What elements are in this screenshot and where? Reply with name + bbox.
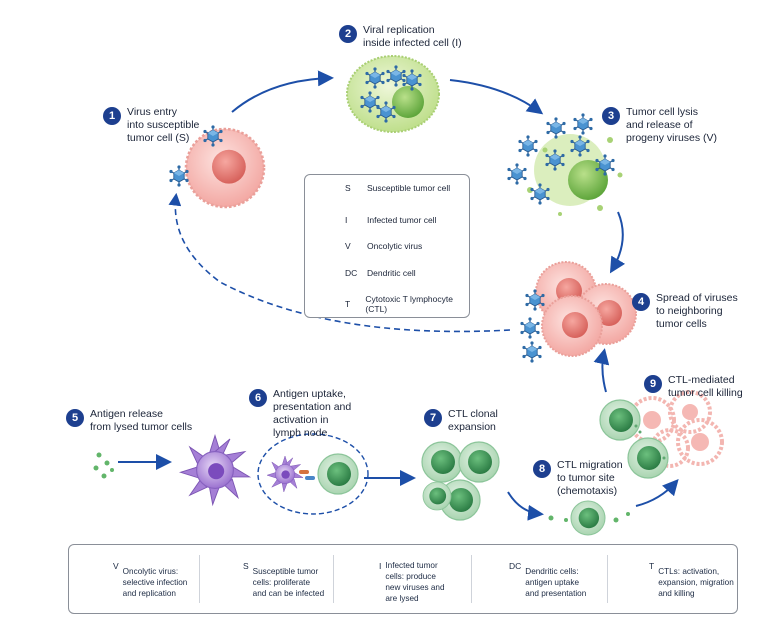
legend-item-virus: V Oncolytic virus bbox=[339, 241, 422, 251]
step-label: CTL clonal expansion bbox=[448, 408, 498, 433]
migrating-ctl bbox=[548, 500, 630, 536]
bottom-legend-virus: V Oncolytic virus: selective infection a… bbox=[113, 545, 199, 613]
divider bbox=[333, 555, 334, 603]
dendritic-cell bbox=[179, 434, 251, 506]
step-label: CTL-mediated tumor cell killing bbox=[668, 374, 743, 399]
step-1: 1 Virus entry into susceptible tumor cel… bbox=[103, 106, 199, 145]
step-number: 7 bbox=[424, 409, 442, 427]
legend-abbr: DC bbox=[345, 268, 358, 278]
step-number: 1 bbox=[103, 107, 121, 125]
step-label: Antigen uptake, presentation and activat… bbox=[273, 388, 352, 439]
legend-label: Dendritic cell bbox=[367, 268, 416, 278]
arrow-3-to-4 bbox=[609, 211, 626, 274]
step-number: 8 bbox=[533, 460, 551, 478]
legend-item-infected: I Infected tumor cell bbox=[339, 215, 436, 225]
arrow-4-to-1-dashed bbox=[168, 192, 511, 333]
bottom-legend-dendritic: DC Dendritic cells: antigen uptake and p… bbox=[509, 545, 605, 613]
bottom-legend-text: Oncolytic virus: selective infection and… bbox=[122, 566, 188, 598]
legend-box: S Susceptible tumor cell I Infected tumo… bbox=[304, 174, 470, 318]
step-label: Tumor cell lysis and release of progeny … bbox=[626, 106, 718, 144]
step-number: 9 bbox=[644, 375, 662, 393]
step-3: 3 Tumor cell lysis and release of progen… bbox=[602, 106, 717, 145]
divider bbox=[471, 555, 472, 603]
step-label: Viral replication inside infected cell (… bbox=[363, 24, 462, 49]
bottom-legend-susceptible: S Susceptible tumor cells: proliferate a… bbox=[243, 545, 333, 613]
arrow-7-to-8 bbox=[507, 491, 544, 521]
ctl-killing-tumor-cells bbox=[599, 390, 724, 479]
legend-abbr: S bbox=[345, 183, 351, 193]
divider bbox=[607, 555, 608, 603]
legend-label: Oncolytic virus bbox=[367, 241, 423, 251]
step-number: 4 bbox=[632, 293, 650, 311]
step-label: Virus entry into susceptible tumor cell … bbox=[127, 106, 200, 144]
bottom-legend-abbr: S bbox=[243, 561, 249, 571]
step-label: Antigen release from lysed tumor cells bbox=[90, 408, 193, 433]
bottom-legend-abbr: DC bbox=[509, 561, 522, 571]
step-8: 8 CTL migration to tumor site (chemotaxi… bbox=[533, 459, 623, 498]
legend-item-susceptible: S Susceptible tumor cell bbox=[339, 183, 450, 193]
legend-abbr: V bbox=[345, 241, 351, 251]
legend-item-dendritic: DC Dendritic cell bbox=[339, 268, 416, 278]
step-number: 3 bbox=[602, 107, 620, 125]
step-number: 2 bbox=[339, 25, 357, 43]
step-7: 7 CTL clonal expansion bbox=[424, 408, 498, 434]
bottom-legend-abbr: I bbox=[379, 561, 382, 571]
arrow-2-to-3 bbox=[449, 79, 544, 115]
step-number: 5 bbox=[66, 409, 84, 427]
bottom-legend-abbr: V bbox=[113, 561, 119, 571]
bottom-legend-text: Infected tumor cells: produce new viruse… bbox=[385, 561, 445, 603]
legend-abbr: I bbox=[345, 215, 348, 225]
arrow-8-to-9 bbox=[635, 479, 679, 507]
bottom-legend-text: Susceptible tumor cells: proliferate and… bbox=[252, 566, 325, 598]
infected-tumor-cell bbox=[346, 55, 440, 133]
ctl-clone-expansion bbox=[421, 441, 500, 521]
bottom-legend: V Oncolytic virus: selective infection a… bbox=[68, 544, 738, 614]
step-4: 4 Spread of viruses to neighboring tumor… bbox=[632, 292, 738, 331]
arrow-1-to-2 bbox=[231, 70, 334, 113]
bottom-legend-tcell: T CTLs: activation, expansion, migration… bbox=[649, 545, 735, 613]
step-label: CTL migration to tumor site (chemotaxis) bbox=[557, 459, 623, 497]
step-2: 2 Viral replication inside infected cell… bbox=[339, 24, 462, 50]
bottom-legend-text: CTLs: activation, expansion, migration a… bbox=[658, 566, 734, 598]
step-number: 6 bbox=[249, 389, 267, 407]
legend-abbr: T bbox=[345, 299, 351, 309]
legend-label: Infected tumor cell bbox=[367, 215, 437, 225]
step-9: 9 CTL-mediated tumor cell killing bbox=[644, 374, 743, 400]
lymph-node bbox=[257, 433, 369, 515]
legend-label: Cytotoxic T lymphocyte (CTL) bbox=[365, 294, 453, 314]
neighboring-tumor-cells bbox=[519, 261, 637, 364]
lysed-tumor-cell bbox=[506, 112, 623, 216]
released-antigens bbox=[93, 452, 114, 479]
arrow-9-to-4 bbox=[593, 348, 610, 393]
step-label: Spread of viruses to neighboring tumor c… bbox=[656, 292, 738, 330]
step-5: 5 Antigen release from lysed tumor cells bbox=[66, 408, 192, 434]
divider bbox=[199, 555, 200, 603]
bottom-legend-text: Dendritic cells: antigen uptake and pres… bbox=[525, 566, 587, 598]
step-6: 6 Antigen uptake, presentation and activ… bbox=[249, 388, 351, 440]
bottom-legend-infected: I Infected tumor cells: produce new viru… bbox=[379, 545, 469, 613]
legend-item-tcell: T Cytotoxic T lymphocyte (CTL) bbox=[339, 294, 469, 314]
legend-label: Susceptible tumor cell bbox=[367, 183, 451, 193]
bottom-legend-abbr: T bbox=[649, 561, 655, 571]
